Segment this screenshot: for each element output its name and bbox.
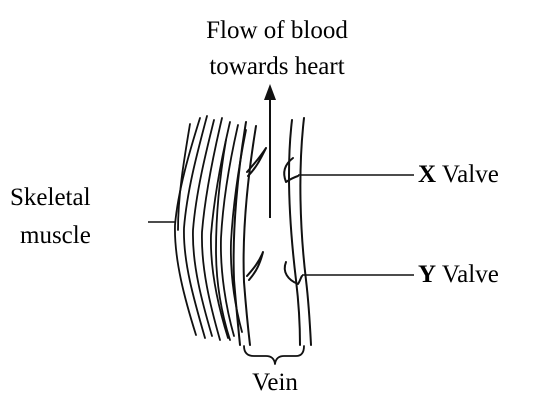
flow-label-line2: towards heart (182, 54, 372, 79)
vein-label: Vein (225, 370, 325, 395)
valve-x-label: X Valve (418, 162, 499, 187)
vein-brace (244, 346, 304, 364)
muscle-label-line2: muscle (20, 223, 91, 248)
valve-y-letter: Y (418, 261, 436, 288)
vein-right-inner-wall (289, 120, 300, 345)
valve-y-label: Y Valve (418, 262, 499, 287)
valve-x-word: Valve (442, 161, 499, 188)
flow-label-line1: Flow of blood (182, 18, 372, 43)
vein-left-inner-wall (244, 126, 256, 345)
valve-y-left-flap (247, 252, 263, 280)
muscle-label-line1: Skeletal (10, 185, 91, 210)
valve-y-word: Valve (442, 261, 499, 288)
vein-walls (234, 118, 311, 345)
valve-x-letter: X (418, 161, 436, 188)
vein-right-outer-wall (300, 118, 311, 345)
flow-arrowhead (264, 84, 276, 100)
valve-x-right-flap (284, 158, 298, 182)
